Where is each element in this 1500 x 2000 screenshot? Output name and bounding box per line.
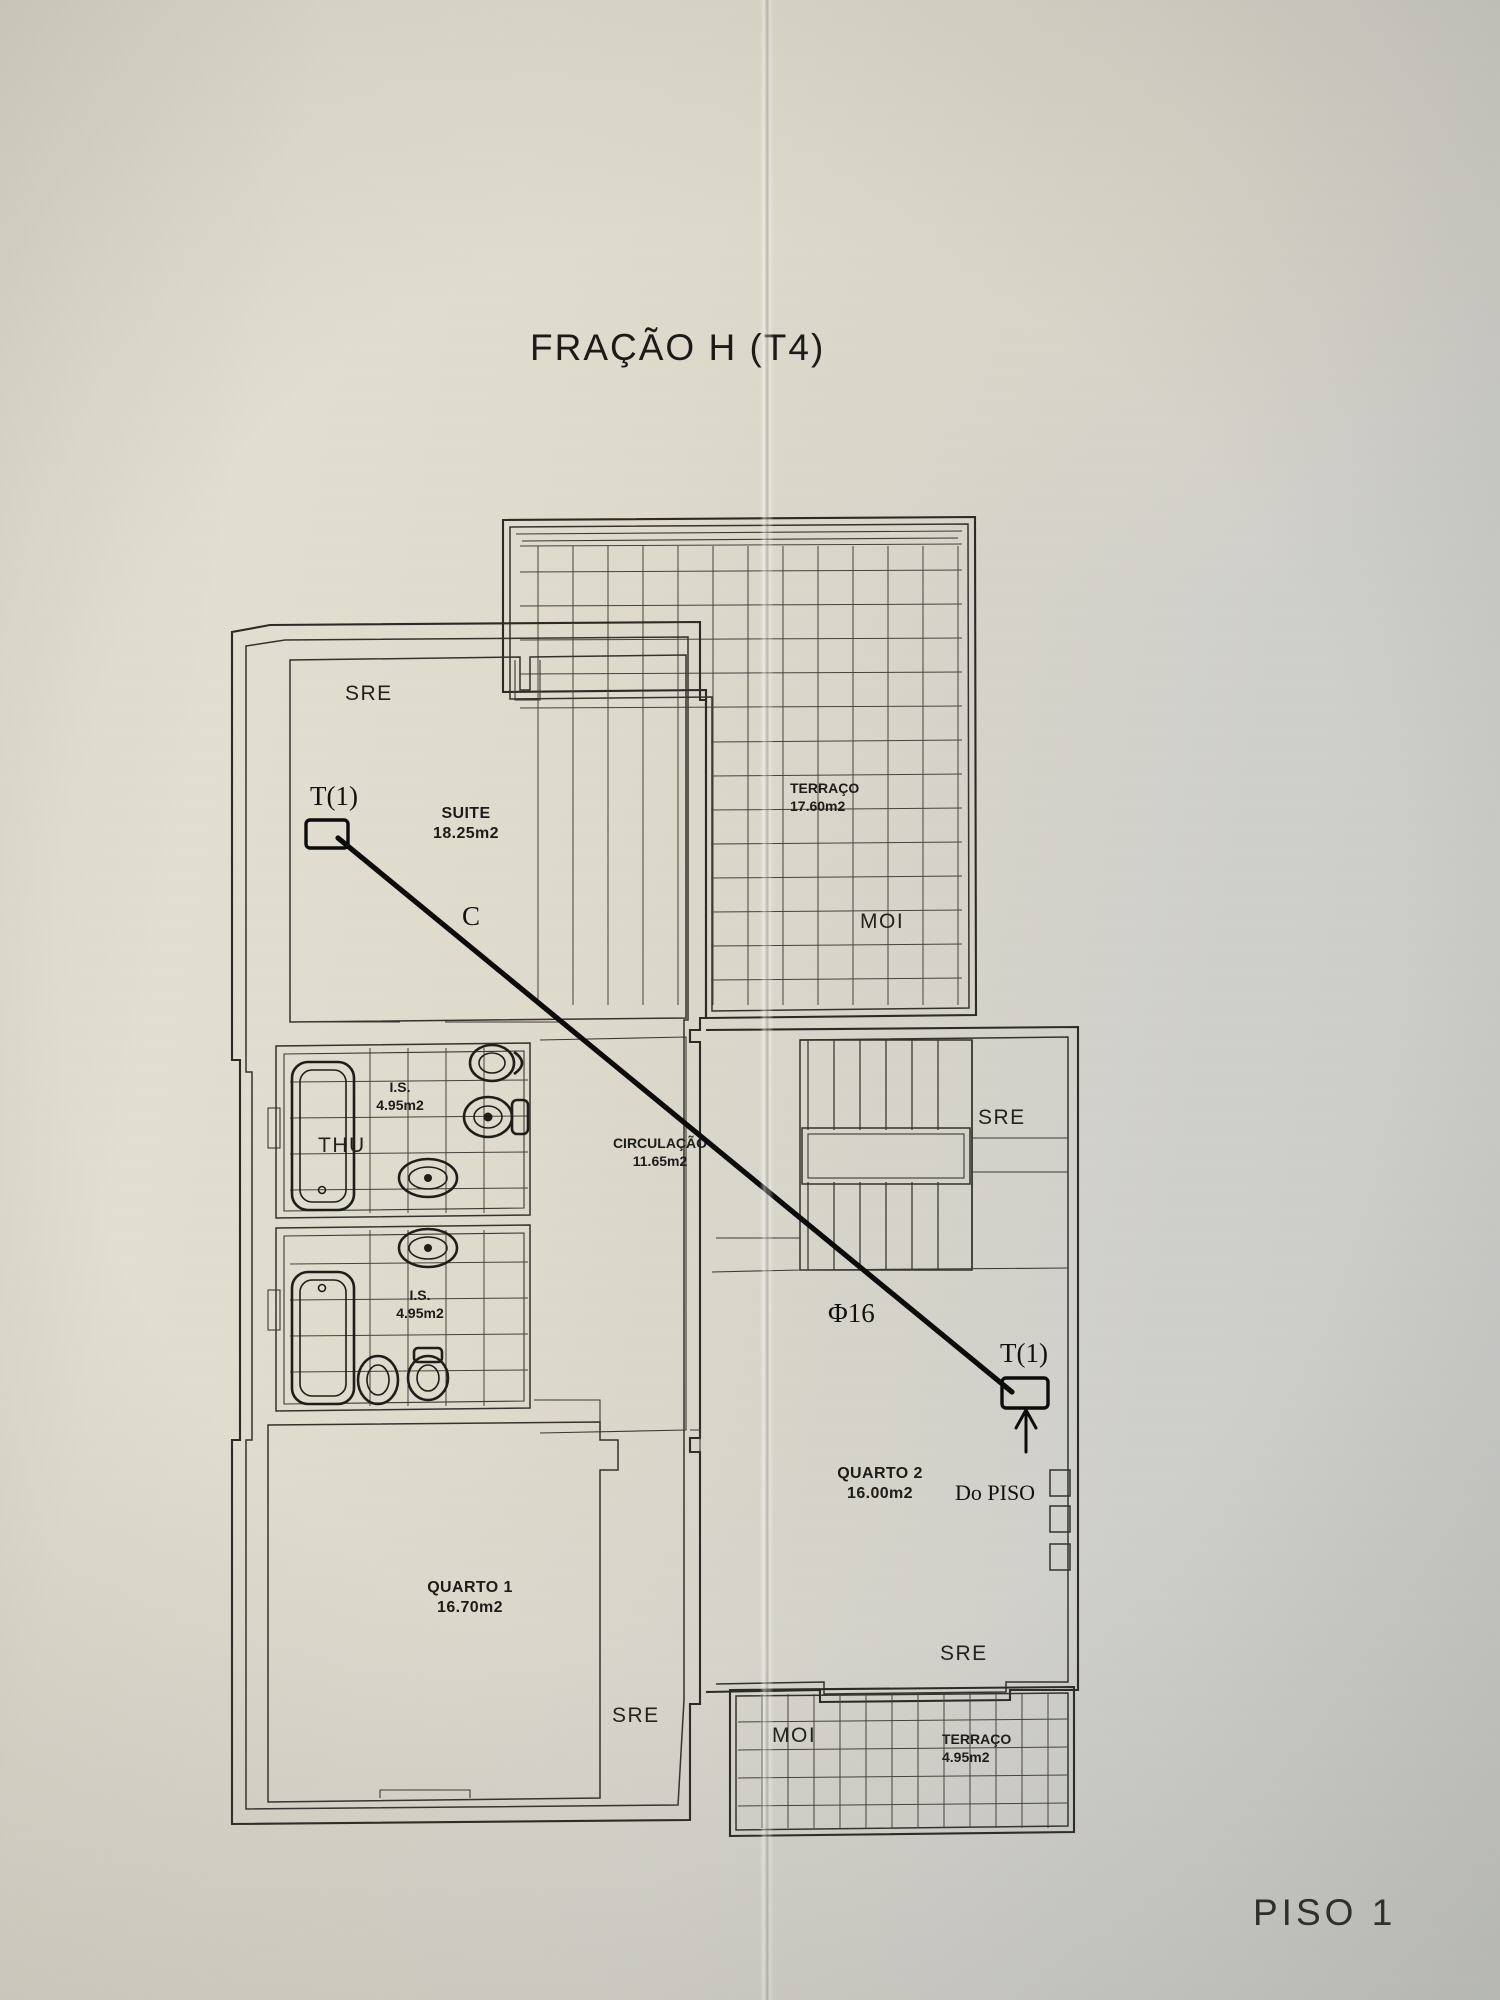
terraco-1-rail-a xyxy=(515,530,963,535)
is-1-door xyxy=(267,1107,281,1149)
wardrobe-box-1 xyxy=(1049,1469,1071,1497)
t1-right-box xyxy=(1000,1376,1050,1410)
bathtub-inner-1 xyxy=(299,1069,347,1203)
handwritten-annotations: T(1) T(1) C Φ16 Do PISO xyxy=(304,781,1050,1505)
quarto-2-top-wall xyxy=(799,1267,1069,1271)
is-2-outline xyxy=(275,1224,531,1412)
circulacao-outline xyxy=(539,1036,687,1434)
suite-outline xyxy=(289,654,687,1023)
bidet-icon-1 xyxy=(468,1043,516,1083)
do-piso-label: Do PISO xyxy=(955,1480,1035,1505)
sink-icon-1 xyxy=(397,1157,459,1199)
terraco-1-name: TERRAÇO xyxy=(790,780,859,796)
stairs-landing xyxy=(801,1127,971,1185)
bidet-icon-2 xyxy=(356,1354,400,1406)
moi-label-terraco2: MOI xyxy=(772,1724,816,1747)
is-2-door xyxy=(267,1289,281,1331)
bathtub-drain-2 xyxy=(317,1283,327,1293)
sre-label-bottom: SRE xyxy=(940,1642,988,1665)
suite-name: SUITE xyxy=(441,805,490,822)
wardrobe-box-2 xyxy=(1049,1505,1071,1533)
is-1-area: 4.95m2 xyxy=(376,1097,424,1113)
bathtub-icon-2 xyxy=(290,1270,356,1406)
terraco-2-name: TERRAÇO xyxy=(942,1731,1011,1747)
t1-right-arrow-head xyxy=(1014,1406,1038,1430)
toilet-bowl-2 xyxy=(416,1364,440,1392)
quarto-1-group: QUARTO 1 16.70m2 SRE xyxy=(267,1421,660,1803)
suite-group: SRE SUITE 18.25m2 xyxy=(289,654,687,1023)
right-block-group: SRE QUARTO 2 16.00m2 SRE xyxy=(705,1025,1080,1704)
stairs-group: SRE xyxy=(799,1039,1068,1271)
bathtub-icon-1 xyxy=(290,1060,356,1212)
quarto-1-outline xyxy=(267,1421,619,1803)
is-2-name: I.S. xyxy=(409,1287,430,1303)
is-1-name: I.S. xyxy=(389,1079,410,1095)
sre-label-suite: SRE xyxy=(345,682,393,705)
quarto-2-name: QUARTO 2 xyxy=(837,1465,923,1482)
circulacao-area: 11.65m2 xyxy=(633,1153,688,1169)
sink-drain-1 xyxy=(424,1174,432,1182)
toilet-tank-1 xyxy=(510,1098,530,1136)
toilet-drain-1 xyxy=(483,1112,493,1122)
circulacao-name: CIRCULAÇÃO xyxy=(613,1134,707,1151)
sink-bowl-1 xyxy=(408,1166,448,1190)
terraco-2-area: 4.95m2 xyxy=(942,1749,990,1765)
circulacao-door-jamb xyxy=(534,1399,601,1430)
moi-label-terraco1: MOI xyxy=(860,910,904,933)
is-1-tiles xyxy=(289,1048,529,1213)
stairs-treads xyxy=(807,1040,939,1270)
wardrobe-box-3 xyxy=(1049,1543,1071,1571)
toilet-tank-2 xyxy=(412,1346,444,1364)
suite-area: 18.25m2 xyxy=(433,825,499,842)
bidet-bowl-1 xyxy=(478,1052,506,1074)
quarto-2-area: 16.00m2 xyxy=(847,1485,913,1502)
terraco-2-outline xyxy=(728,1685,1076,1838)
terraco-2-tiles xyxy=(737,1694,1069,1828)
is-2-area: 4.95m2 xyxy=(396,1305,444,1321)
sink-drain-2 xyxy=(424,1244,432,1252)
cable-c-label: C xyxy=(462,901,480,931)
page-title: FRAÇÃO H (T4) xyxy=(530,327,825,368)
terraco-2-group: MOI TERRAÇO 4.95m2 xyxy=(728,1685,1076,1838)
terraco-1-area: 17.60m2 xyxy=(790,798,845,814)
quarto-2-partition xyxy=(711,1237,801,1273)
right-block-outer xyxy=(705,1025,1080,1704)
left-block-inner xyxy=(245,636,689,1810)
terraco-1-inner xyxy=(509,523,970,1012)
thu-label: THU xyxy=(318,1134,366,1157)
sre-label-stairs: SRE xyxy=(978,1106,1026,1129)
t1-right-label: T(1) xyxy=(1000,1338,1048,1368)
t1-left-label: T(1) xyxy=(310,781,358,811)
is-1-inner xyxy=(283,1050,525,1212)
terraco-1-group: TERRAÇO 17.60m2 MOI xyxy=(501,515,978,1020)
stairs-landing-inner xyxy=(807,1133,965,1179)
toilet-icon-2 xyxy=(406,1354,450,1402)
phi-16-label: Φ16 xyxy=(828,1298,875,1328)
sink-bowl-2 xyxy=(408,1236,448,1260)
bathtub-inner-2 xyxy=(299,1279,347,1397)
quarto-1-window xyxy=(379,1789,471,1798)
terraco-1-rail-b xyxy=(521,537,959,542)
t1-left-box xyxy=(304,818,350,850)
bathrooms-group: I.S. 4.95m2 I.S. 4.95m2 THU xyxy=(267,1042,531,1412)
quarto-1-name: QUARTO 1 xyxy=(427,1579,513,1596)
sre-label-quarto1: SRE xyxy=(612,1704,660,1727)
floor-label: PISO 1 xyxy=(1253,1892,1396,1933)
bidet-tank-1 xyxy=(513,1050,524,1076)
cable-run-line xyxy=(335,835,1015,1395)
circulacao-group: CIRCULAÇÃO 11.65m2 xyxy=(534,1036,707,1453)
is-2-inner xyxy=(283,1232,525,1405)
quarto-1-area: 16.70m2 xyxy=(437,1599,503,1616)
suite-closet xyxy=(514,660,541,701)
bidet-bowl-2 xyxy=(366,1364,390,1396)
bathtub-drain-1 xyxy=(317,1185,327,1195)
toilet-bowl-1 xyxy=(473,1105,503,1129)
left-block-outer xyxy=(230,620,708,1826)
sink-icon-2 xyxy=(397,1227,459,1269)
terraco-2-inner xyxy=(735,1692,1069,1831)
is-1-outline xyxy=(275,1042,531,1219)
left-block-walls xyxy=(230,620,708,1826)
circulacao-passage xyxy=(690,1429,701,1453)
